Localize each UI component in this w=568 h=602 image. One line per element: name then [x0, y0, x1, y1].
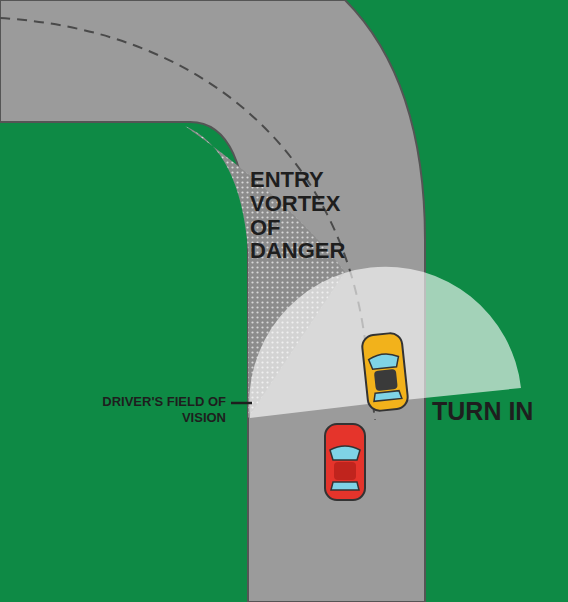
yellow-car [361, 332, 409, 412]
zone-label: ENTRY VORTEX OF DANGER [250, 168, 375, 263]
vision-label: DRIVER'S FIELD OF VISION [80, 394, 226, 427]
red-car [325, 424, 365, 500]
action-label: TURN IN [432, 398, 557, 426]
field-of-vision [249, 267, 521, 418]
leader-line [231, 402, 252, 405]
